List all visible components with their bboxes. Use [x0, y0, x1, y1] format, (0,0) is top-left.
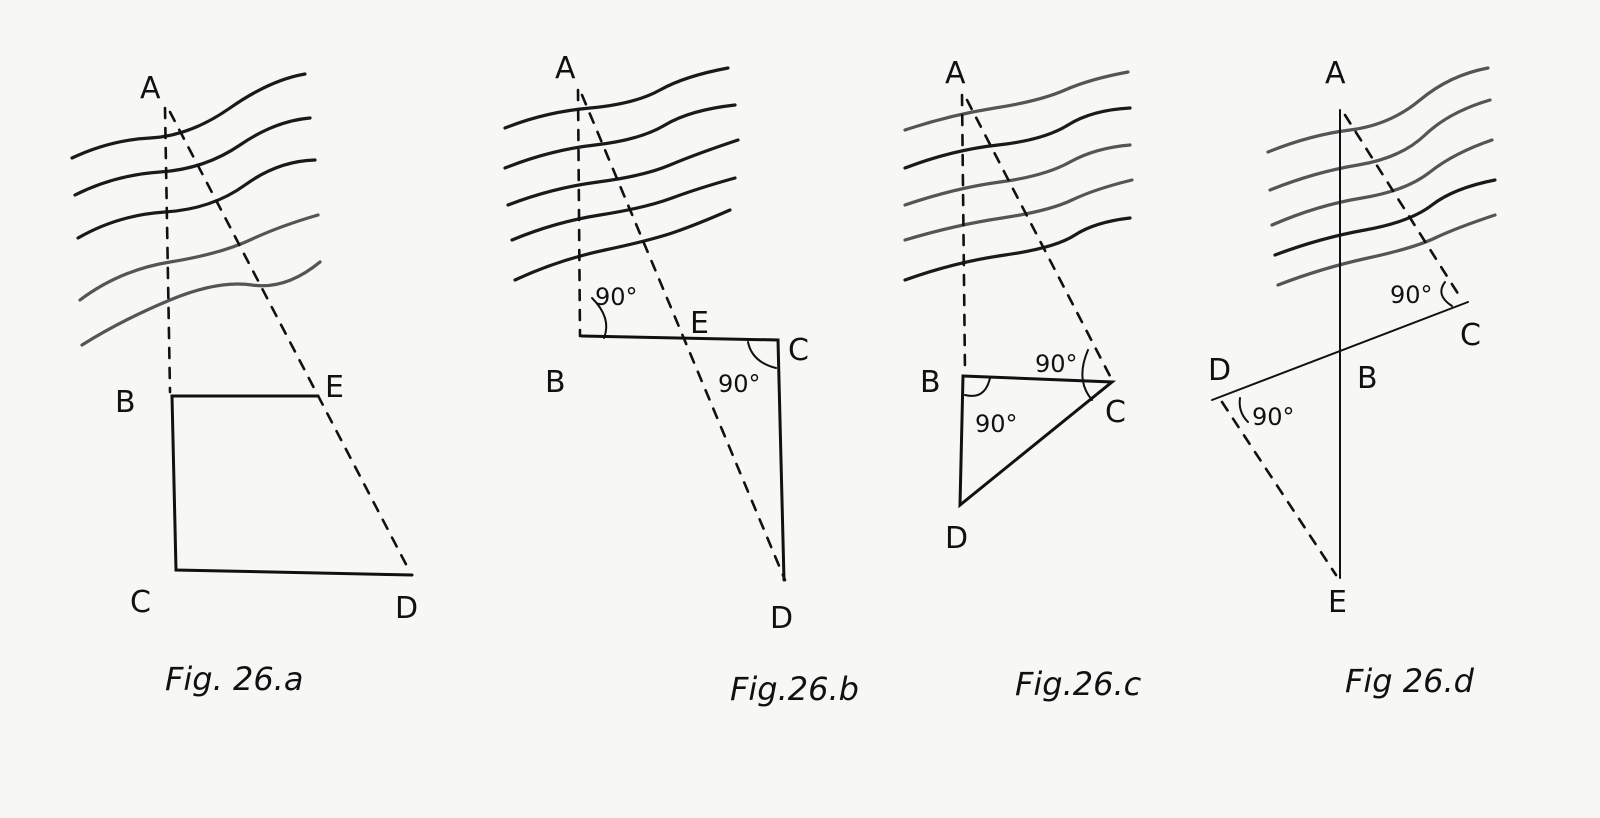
- angle-label-b: 90°: [595, 283, 638, 311]
- label-d: D: [770, 601, 793, 636]
- caption-26d: Fig 26.d: [1345, 662, 1475, 700]
- angle-label-d: 90°: [1252, 403, 1295, 431]
- label-c: C: [130, 585, 151, 620]
- label-c: C: [1460, 318, 1481, 353]
- figure-26c: A B C D 90° 90° Fig.26.c: [903, 56, 1142, 703]
- figure-26d: A B C D E 90° 90° Fig 26.d: [1208, 56, 1497, 700]
- line-ab: [163, 106, 172, 394]
- river-waves: [1266, 66, 1497, 287]
- label-a: A: [945, 56, 966, 91]
- figure-26b: A B C D E 90° 90° Fig.26.b: [503, 51, 859, 708]
- angle-arc-c: [1440, 281, 1453, 307]
- label-d: D: [1208, 353, 1231, 388]
- label-a: A: [140, 71, 161, 106]
- angle-arc-c: [747, 341, 777, 369]
- line-bcde: [170, 394, 414, 577]
- line-ab: [576, 88, 582, 338]
- line-ac: [1343, 113, 1464, 302]
- river-waves: [503, 66, 740, 282]
- line-ab: [960, 93, 967, 374]
- caption-26a: Fig. 26.a: [165, 660, 303, 698]
- line-bcd: [580, 334, 786, 582]
- angle-arc-b: [591, 297, 608, 339]
- label-d: D: [395, 591, 418, 626]
- angle-label-b: 90°: [975, 410, 1018, 438]
- caption-26c: Fig.26.c: [1015, 665, 1142, 703]
- angle-label-c: 90°: [1390, 281, 1433, 309]
- label-a: A: [1325, 56, 1346, 91]
- angle-arc-c: [1081, 349, 1093, 401]
- river-waves: [70, 72, 322, 347]
- line-ae-d: [168, 110, 412, 574]
- label-b: B: [545, 365, 566, 400]
- angle-label-c: 90°: [718, 370, 761, 398]
- label-e: E: [690, 306, 709, 341]
- angle-arc-b: [964, 377, 991, 397]
- triangle-bcd: [958, 374, 1117, 509]
- label-b: B: [920, 365, 941, 400]
- line-de: [1220, 400, 1338, 577]
- label-c: C: [788, 333, 809, 368]
- caption-26b: Fig.26.b: [730, 670, 859, 708]
- label-b: B: [1357, 361, 1378, 396]
- line-dbc: [1211, 301, 1469, 401]
- label-e: E: [1328, 585, 1347, 620]
- label-d: D: [945, 521, 968, 556]
- figure-26a: A B C D E Fig. 26.a: [70, 71, 418, 698]
- line-ac: [965, 98, 1114, 382]
- label-c: C: [1105, 395, 1126, 430]
- angle-arc-d: [1238, 397, 1249, 423]
- label-e: E: [325, 370, 344, 405]
- river-waves: [903, 70, 1134, 282]
- angle-label-c: 90°: [1035, 350, 1078, 378]
- label-b: B: [115, 385, 136, 420]
- label-a: A: [555, 51, 576, 86]
